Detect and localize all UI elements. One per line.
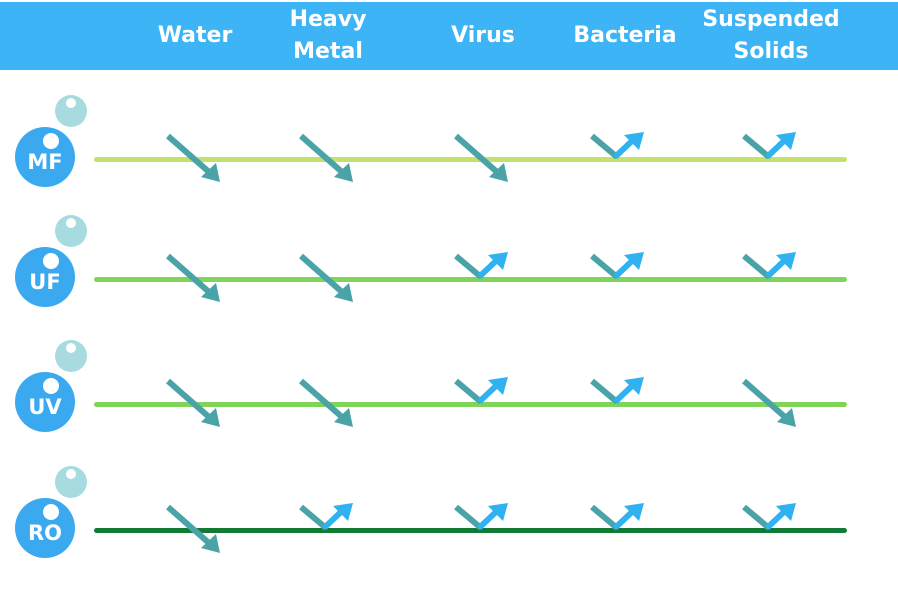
filter-type-label: RO xyxy=(27,521,63,545)
bubble-highlight xyxy=(66,218,76,228)
diagonal-down-arrow-icon xyxy=(299,253,353,302)
column-header-suspended-solids: Suspended Solids xyxy=(702,7,840,64)
bubble-icon xyxy=(55,466,87,498)
bubble-icon xyxy=(55,340,87,372)
membrane-line xyxy=(94,528,847,533)
filter-type-badge: RO xyxy=(15,498,75,558)
badge-highlight xyxy=(43,133,59,149)
bounce-back-arrow-icon xyxy=(590,377,644,405)
membrane-line xyxy=(94,157,847,162)
badge-highlight xyxy=(43,504,59,520)
filter-type-badge: MF xyxy=(15,127,75,187)
bubble-icon xyxy=(55,215,87,247)
bounce-back-arrow-icon xyxy=(454,377,508,405)
diagonal-down-arrow-icon xyxy=(454,133,508,182)
column-header-bacteria: Bacteria xyxy=(573,23,677,48)
bounce-back-arrow-icon xyxy=(742,252,796,280)
diagonal-down-arrow-icon xyxy=(299,378,353,427)
diagonal-down-arrow-icon xyxy=(166,504,220,553)
membrane-line xyxy=(94,402,847,407)
diagonal-down-arrow-icon xyxy=(166,253,220,302)
bounce-back-arrow-icon xyxy=(299,503,353,531)
diagonal-down-arrow-icon xyxy=(166,378,220,427)
bounce-back-arrow-icon xyxy=(454,252,508,280)
bubble-highlight xyxy=(66,343,76,353)
column-header-water: Water xyxy=(157,23,233,48)
bounce-back-arrow-icon xyxy=(590,252,644,280)
column-header-heavy-metal: Heavy Metal xyxy=(289,7,367,64)
membrane-line xyxy=(94,277,847,282)
filter-type-label: UF xyxy=(29,270,61,294)
bounce-back-arrow-icon xyxy=(742,132,796,160)
badge-highlight xyxy=(43,378,59,394)
bubble-highlight xyxy=(66,98,76,108)
header-bar: Water Heavy Metal Virus Bacteria Suspend… xyxy=(0,2,898,70)
bubble-highlight xyxy=(66,469,76,479)
filter-type-badge: UV xyxy=(15,372,75,432)
bounce-back-arrow-icon xyxy=(454,503,508,531)
bounce-back-arrow-icon xyxy=(742,503,796,531)
badge-highlight xyxy=(43,253,59,269)
bounce-back-arrow-icon xyxy=(590,503,644,531)
diagonal-down-arrow-icon xyxy=(166,133,220,182)
bubble-icon xyxy=(55,95,87,127)
diagonal-down-arrow-icon xyxy=(299,133,353,182)
filter-type-badge: UF xyxy=(15,247,75,307)
bounce-back-arrow-icon xyxy=(590,132,644,160)
column-header-virus: Virus xyxy=(451,23,515,48)
filter-type-label: MF xyxy=(27,150,63,174)
filter-type-label: UV xyxy=(28,395,62,419)
diagonal-down-arrow-icon xyxy=(742,378,796,427)
